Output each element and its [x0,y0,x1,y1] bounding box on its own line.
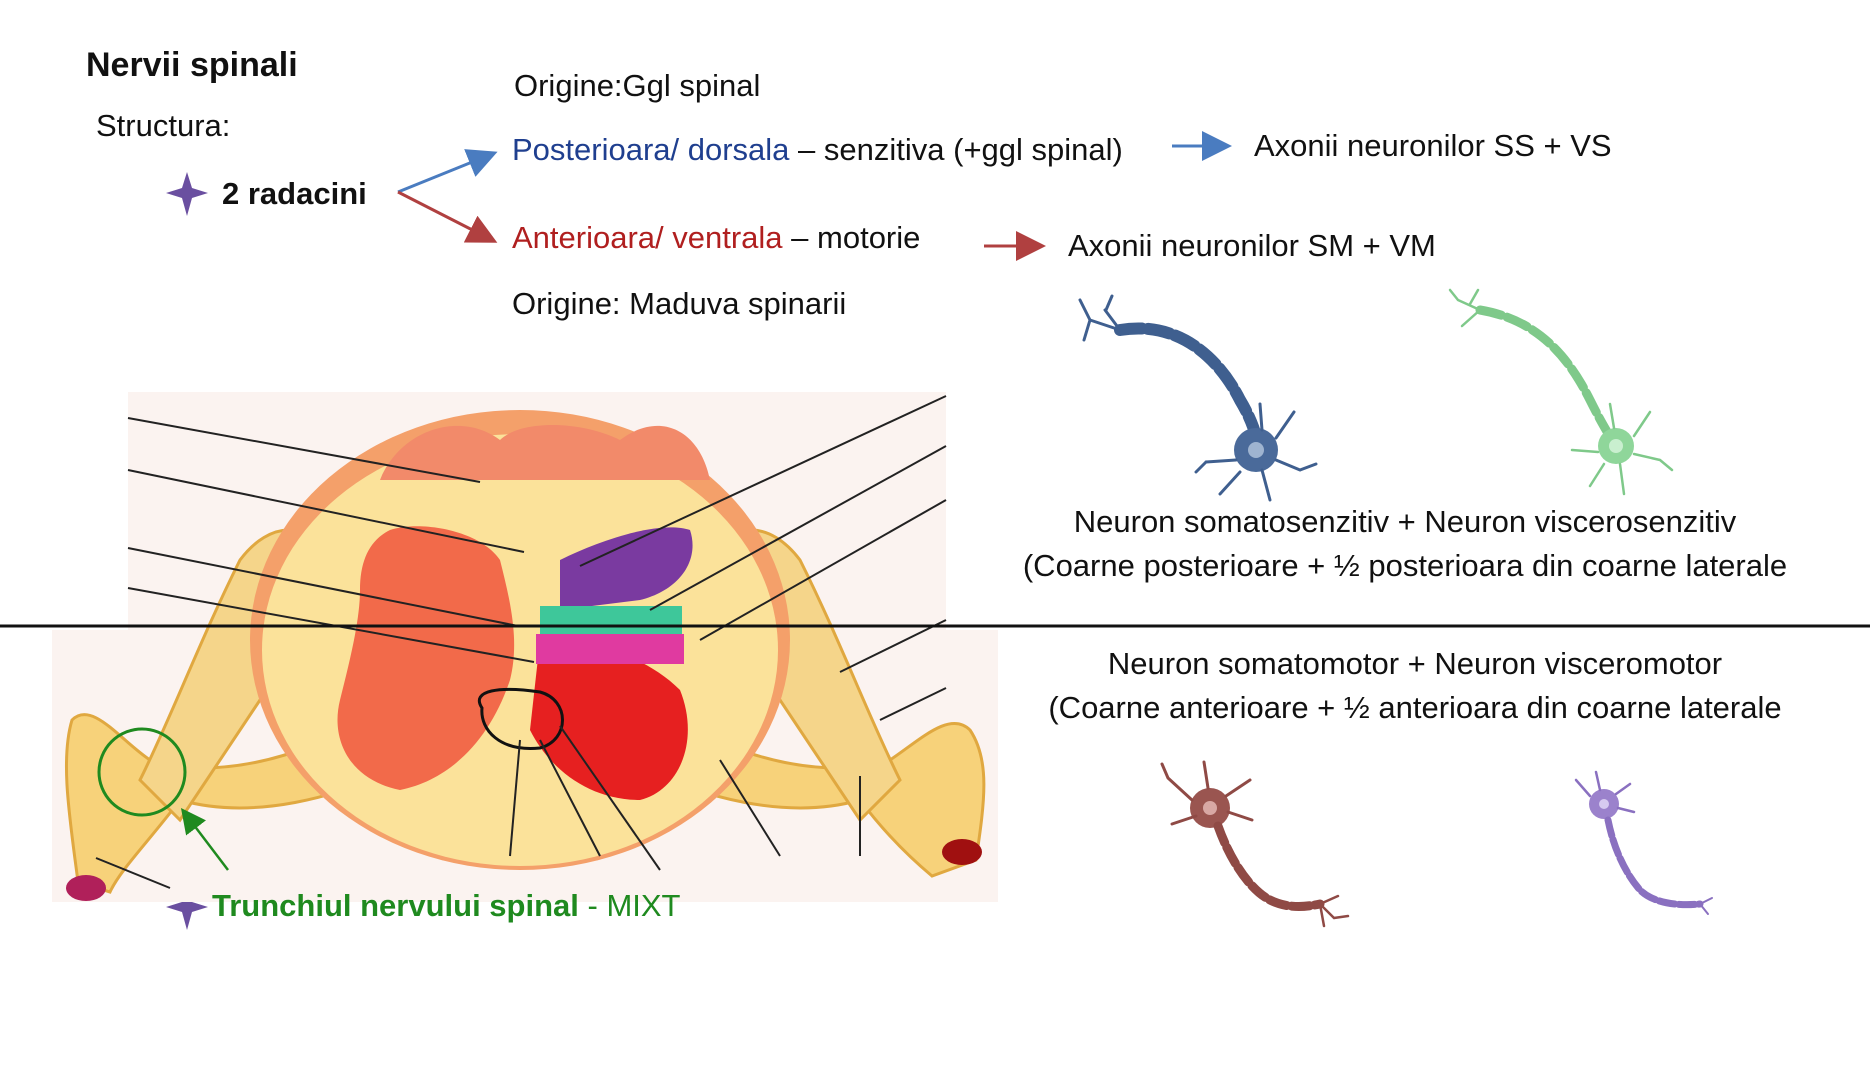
posterior-target-label: Axonii neuronilor SS + VS [1254,128,1612,163]
posterior-branch-arrow [397,149,498,194]
sensory-caption-line2: (Coarne posterioare + ½ posterioara din … [1022,548,1788,583]
anterior-target-label: Axonii neuronilor SM + VM [1068,228,1436,263]
trunk-pointer-arrow [180,808,229,871]
trunk-name: Trunchiul nervului spinal [212,888,579,923]
neuron-visceromotor-icon [1574,770,1713,915]
origin-posterior-label: Origine:Ggl spinal [514,68,761,103]
posterior-root-line: Posterioara/ dorsala – senzitiva (+ggl s… [512,134,1123,165]
anterior-root-name: Anterioara/ ventrala [512,220,783,255]
trunk-highlight-circle [97,727,187,817]
slide-title: Nervii spinali [86,46,298,84]
posterior-root-desc: – senzitiva (+ggl spinal) [789,132,1123,167]
structure-label: Structura: [96,108,231,143]
trunk-label-line: Trunchiul nervului spinal - MIXT [212,890,681,921]
sensory-caption-line1: Neuron somatosenzitiv + Neuron viscerose… [1073,504,1737,539]
star-bullet-icon [166,172,208,216]
origin-anterior-label: Origine: Maduva spinarii [512,286,847,321]
star-bullet-icon [166,886,208,930]
neuron-somatomotor-icon [1160,760,1350,928]
trunk-desc: - MIXT [578,888,681,923]
posterior-root-name: Posterioara/ dorsala [512,132,790,167]
anterior-branch-arrow [397,190,498,243]
anterior-root-line: Anterioara/ ventrala – motorie [512,222,920,253]
anterior-root-desc: – motorie [782,220,921,255]
motor-caption-line2: (Coarne anterioare + ½ anterioara din co… [1048,690,1782,725]
motor-caption-line1: Neuron somatomotor + Neuron visceromotor [1107,646,1723,681]
roots-label: 2 radacini [222,176,367,211]
neuron-somatosensory-icon [1078,294,1318,502]
neuron-viscerosensory-icon [1448,288,1674,496]
